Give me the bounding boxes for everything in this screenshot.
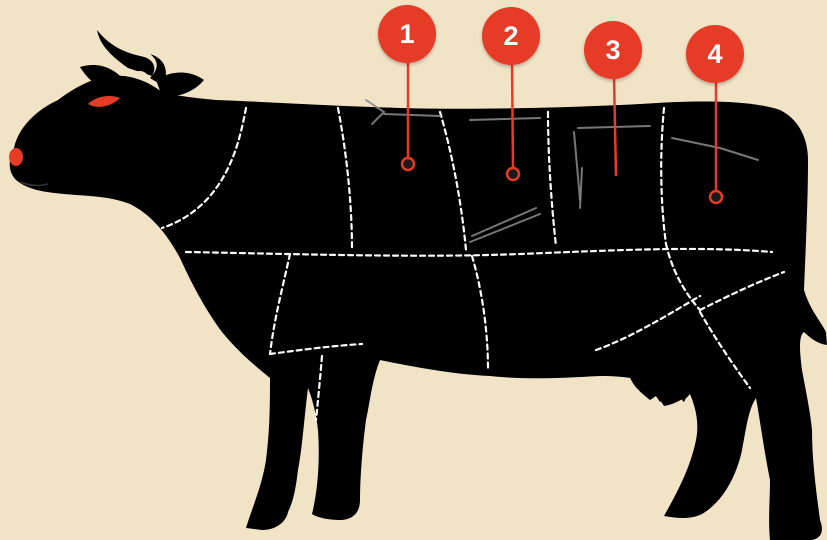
cut-3-badge[interactable]: 3 [584, 21, 642, 79]
cut-lines [160, 106, 786, 422]
horn-highlight [132, 71, 151, 81]
cut-2-marker [505, 166, 521, 182]
ear [156, 72, 204, 97]
eye [88, 96, 120, 107]
cut-1-marker [400, 156, 416, 172]
cut-2-badge[interactable]: 2 [482, 7, 540, 65]
cut-4-marker [708, 189, 724, 205]
callout-pins [400, 60, 724, 205]
horn [97, 30, 155, 76]
mouth-line [19, 181, 49, 187]
cut-1-badge[interactable]: 1 [378, 5, 436, 63]
udder [628, 362, 693, 402]
nose [9, 148, 23, 166]
knife-marks [365, 99, 759, 243]
cut-4-badge[interactable]: 4 [686, 25, 744, 83]
